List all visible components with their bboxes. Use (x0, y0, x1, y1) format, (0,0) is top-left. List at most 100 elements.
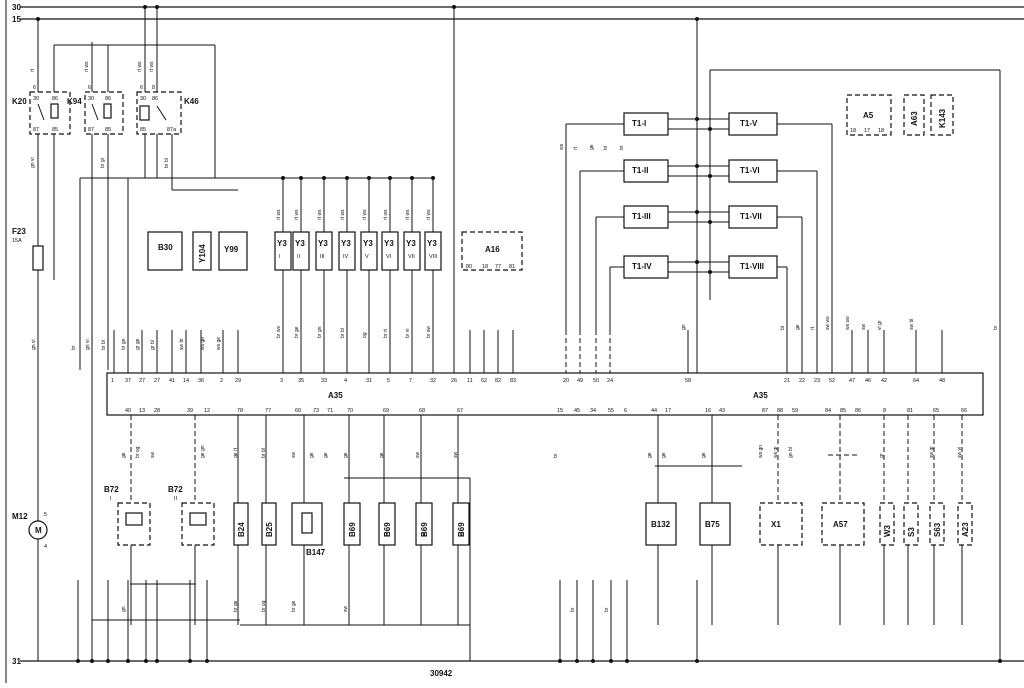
svg-text:B132: B132 (651, 520, 671, 529)
module-b75: B75 (699, 415, 731, 625)
ecu-bottom-pin: 81 (907, 408, 913, 414)
svg-text:br gn: br gn (317, 326, 323, 338)
svg-text:Y3: Y3 (363, 239, 373, 248)
ecu-bottom-pin: 59 (792, 408, 798, 414)
svg-text:II: II (384, 532, 388, 538)
wire-color-label: ge (661, 452, 667, 458)
svg-text:A63: A63 (910, 111, 919, 126)
ecu-top-pin: 64 (913, 378, 919, 384)
fuse-f23: F23 15A (12, 227, 44, 271)
svg-text:K143: K143 (938, 108, 947, 128)
module-y104: Y104 (192, 231, 212, 271)
wire-color-label: sw (415, 452, 421, 459)
wire-color-label: br (993, 325, 999, 330)
ecu-bottom-pin: 45 (574, 408, 580, 414)
ecu-top-pin: 2 (220, 378, 223, 384)
ecu-top-pin: 52 (829, 378, 835, 384)
ecu-top-pin: 82 (495, 378, 501, 384)
svg-text:85: 85 (52, 127, 58, 133)
wire-color-label: ge (647, 452, 653, 458)
wire-color-label: br bl (101, 340, 107, 350)
ignition-coil: T1-V (728, 112, 833, 330)
ecu-top-pin: 50 (593, 378, 599, 384)
svg-text:br ge: br ge (294, 326, 300, 338)
ecu-bottom-pin: 65 (933, 408, 939, 414)
ecu-top-pin: 20 (563, 378, 569, 384)
ecu-top-pin: 27 (139, 378, 145, 384)
svg-text:B69: B69 (383, 522, 392, 537)
ecu-top-pin: 47 (849, 378, 855, 384)
svg-text:T1-VII: T1-VII (740, 212, 762, 221)
svg-text:30: 30 (140, 96, 146, 102)
svg-text:T1-VI: T1-VI (740, 166, 760, 175)
svg-text:W3: W3 (883, 524, 892, 537)
svg-text:rt ws: rt ws (383, 209, 389, 220)
wire-color-label: ws (559, 143, 565, 150)
ignition-coil: T1-IV (609, 255, 729, 330)
svg-text:III: III (320, 254, 325, 260)
module-a5: A5 18 17 18 (846, 94, 892, 136)
ecu-bottom-pin: 68 (419, 408, 425, 414)
svg-text:Y3: Y3 (427, 239, 437, 248)
ecu-bottom-pin: 60 (295, 408, 301, 414)
svg-text:77: 77 (495, 264, 501, 270)
svg-text:br sw: br sw (426, 326, 432, 338)
svg-text:A16: A16 (485, 245, 500, 254)
svg-text:rt ws: rt ws (137, 61, 143, 72)
ecu-top-pin: 42 (881, 378, 887, 384)
wire-color-label: ge (121, 452, 127, 458)
wire-color-label: ws gr (773, 446, 779, 458)
ecu-top-pin: 46 (865, 378, 871, 384)
svg-text:A23: A23 (961, 522, 970, 537)
wire-color-label: br og (261, 600, 267, 612)
relay-k46: K46 6 8 30 86 85 87a rt ws rt ws br bl (136, 5, 199, 190)
svg-text:18: 18 (482, 264, 488, 270)
ecu-top-pin: 58 (685, 378, 691, 384)
svg-text:A57: A57 (833, 520, 848, 529)
svg-text:gn vi: gn vi (30, 157, 36, 168)
ecu-bottom-pin: 15 (557, 408, 563, 414)
ecu-bottom-pin: 66 (961, 408, 967, 414)
svg-text:IV: IV (458, 532, 464, 538)
svg-text:B30: B30 (158, 243, 173, 252)
ecu-bottom-pin: 70 (347, 408, 353, 414)
wire-color-label: gn bl (788, 447, 794, 458)
svg-text:Y99: Y99 (224, 245, 239, 254)
ecu-bottom-pin: 67 (457, 408, 463, 414)
svg-text:87a: 87a (167, 127, 177, 133)
wire-color-label: sw (291, 452, 297, 459)
svg-text:M12: M12 (12, 512, 28, 521)
svg-text:br gr: br gr (100, 157, 106, 168)
module-b132: B132 (645, 415, 677, 625)
module-b30: B30 (147, 231, 183, 271)
ecu-top-pin: 11 (467, 378, 473, 384)
wire-color-label: sw (861, 324, 867, 331)
svg-text:B72: B72 (104, 485, 119, 494)
ecu-top-pin: 33 (321, 378, 327, 384)
svg-text:rt ws: rt ws (84, 61, 90, 72)
ignition-coil: T1-VI (728, 159, 818, 330)
ecu-top-pin: 22 (799, 378, 805, 384)
svg-text:B25: B25 (265, 522, 274, 537)
svg-text:br bl: br bl (340, 328, 346, 338)
svg-text:VIII: VIII (429, 254, 438, 260)
drawing-number: 30942 (430, 669, 453, 678)
wire-color-label: sw ws (825, 316, 831, 330)
svg-text:87: 87 (33, 127, 39, 133)
svg-text:br vi: br vi (405, 329, 411, 338)
svg-text:Y3: Y3 (318, 239, 328, 248)
ecu-top-pin: 1 (111, 378, 114, 384)
ecu-bottom-pin: 12 (204, 408, 210, 414)
wire-color-label: gn vi (31, 339, 37, 350)
svg-text:br rt: br rt (383, 329, 389, 339)
wire-color-label: gr bl (150, 340, 156, 350)
wire-color-label: br (553, 453, 559, 458)
ecu-top-pin: 37 (125, 378, 131, 384)
wire-color-label: ge rt (233, 447, 239, 458)
